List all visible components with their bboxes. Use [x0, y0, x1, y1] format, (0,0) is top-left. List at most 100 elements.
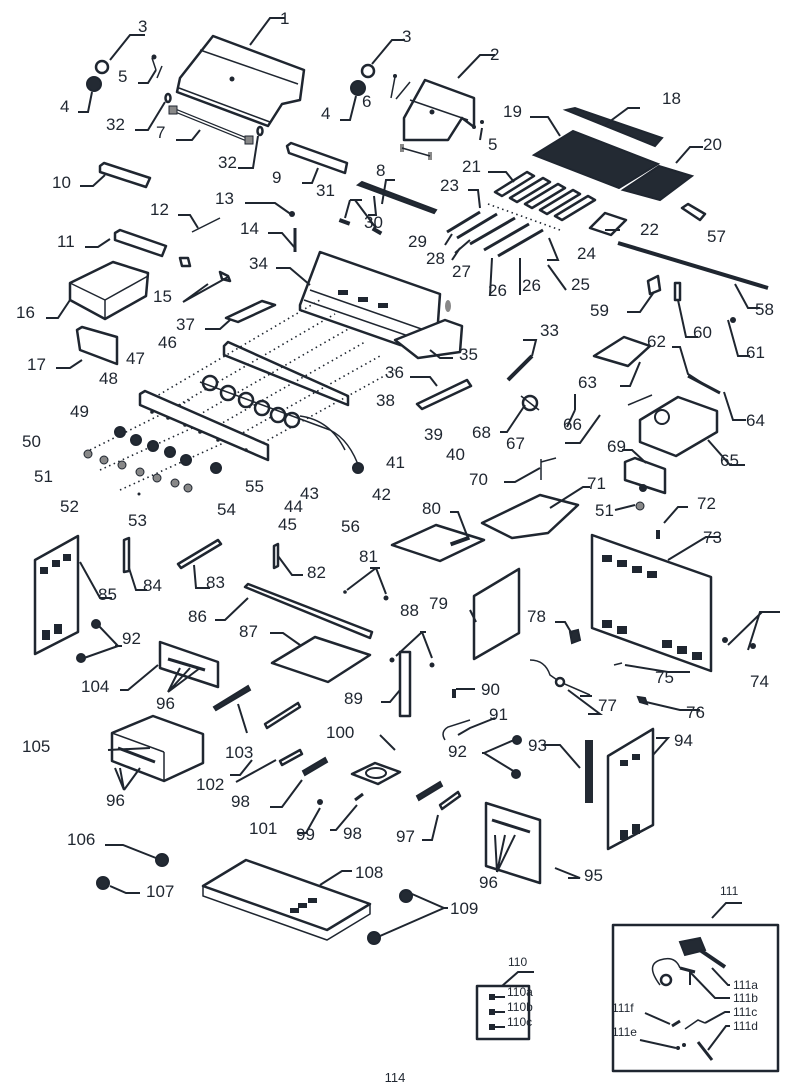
part-side-trim-17 — [75, 325, 119, 366]
part-screw-81b — [383, 595, 389, 601]
callout-12: 12 — [150, 200, 169, 219]
part-screws-right — [390, 74, 484, 129]
part-warming-rack-18 — [562, 106, 664, 148]
part-bolt-75 — [613, 662, 623, 666]
part-rail-97 — [415, 780, 444, 802]
callout-102: 102 — [196, 775, 224, 794]
kit-111-item: 111d — [733, 1019, 758, 1033]
part-door-95 — [484, 801, 542, 885]
callout-96: 96 — [479, 873, 498, 892]
callout-83: 83 — [206, 573, 225, 592]
callout-26: 26 — [488, 281, 507, 300]
callout-25: 25 — [571, 275, 590, 294]
callout-78: 78 — [527, 607, 546, 626]
callout-57: 57 — [707, 227, 726, 246]
callout-69: 69 — [607, 437, 626, 456]
callout-96: 96 — [156, 694, 175, 713]
part-firebox — [298, 250, 464, 360]
part-hood-knob-left — [86, 76, 102, 92]
callout-47: 47 — [126, 349, 145, 368]
part-heat-shield-80 — [390, 523, 486, 563]
callout-11: 11 — [57, 232, 75, 251]
callout-23: 23 — [440, 176, 459, 195]
callout-54: 54 — [217, 500, 236, 519]
callout-49: 49 — [70, 402, 89, 421]
part-screw-101 — [317, 799, 323, 805]
part-latch-97b — [438, 790, 462, 811]
part-drip-tray-37 — [224, 299, 277, 324]
part-trim-11 — [113, 228, 168, 258]
callout-96: 96 — [106, 791, 125, 810]
callout-14: 14 — [240, 219, 259, 238]
callout-32: 32 — [106, 115, 125, 134]
part-hood-handle — [168, 105, 254, 145]
kit-111-item: 111a — [733, 978, 758, 992]
callout-8: 8 — [376, 161, 385, 180]
callout-45: 45 — [278, 515, 297, 534]
part-bracket-15b — [218, 270, 232, 283]
callout-34: 34 — [249, 254, 268, 273]
callout-101: 101 — [249, 819, 277, 838]
callout-92: 92 — [448, 742, 467, 761]
part-bolt-98b — [354, 792, 364, 802]
part-screw-61 — [730, 317, 736, 323]
callout-107: 107 — [146, 882, 174, 901]
part-screws-left — [151, 54, 163, 79]
callout-35: 35 — [459, 345, 478, 364]
callout-72: 72 — [697, 494, 716, 513]
kit-111-item: 111b — [733, 991, 758, 1005]
callout-37: 37 — [176, 315, 195, 334]
part-clip-72 — [656, 530, 660, 539]
part-bracket-82 — [272, 542, 280, 570]
page-number: 114 — [384, 1070, 406, 1085]
part-clip-88a — [389, 657, 395, 663]
part-side-burner-housing-65 — [638, 395, 719, 458]
callout-6: 6 — [362, 92, 371, 111]
callout-93: 93 — [528, 736, 547, 755]
callout-18: 18 — [662, 89, 681, 108]
callout-39: 39 — [424, 425, 443, 444]
callout-70: 70 — [469, 470, 488, 489]
part-caster-109b — [367, 931, 381, 945]
callout-15: 15 — [153, 287, 172, 306]
part-caster-106 — [155, 853, 169, 867]
part-bracket-60 — [673, 281, 682, 302]
callout-40: 40 — [446, 445, 465, 464]
callout-53: 53 — [128, 511, 147, 530]
part-foot-74a — [722, 637, 728, 643]
part-channel-9 — [285, 141, 349, 175]
part-tank-ring-100 — [350, 761, 402, 786]
part-back-panel-73 — [590, 533, 713, 673]
callout-88: 88 — [400, 601, 419, 620]
callout-68: 68 — [472, 423, 491, 442]
callout-82: 82 — [307, 563, 326, 582]
callout-1: 1 — [280, 9, 289, 28]
callout-5: 5 — [118, 67, 127, 86]
part-hood-knob-right — [350, 80, 366, 96]
part-motor-59 — [646, 274, 662, 296]
callout-90: 90 — [481, 680, 500, 699]
part-flame-tamers — [493, 170, 597, 222]
callout-97: 97 — [396, 827, 415, 846]
part-spring-98a — [301, 756, 329, 777]
callout-51: 51 — [34, 467, 53, 486]
callout-79: 79 — [429, 594, 448, 613]
callout-43: 43 — [300, 484, 319, 503]
callout-26: 26 — [522, 276, 541, 295]
part-cooking-grate-19 — [531, 129, 661, 190]
part-clamp-76 — [636, 695, 649, 706]
part-igniter-12 — [191, 217, 221, 233]
callout-81: 81 — [359, 547, 378, 566]
callout-28: 28 — [426, 249, 445, 268]
part-door-94 — [606, 727, 655, 851]
callout-60: 60 — [693, 323, 712, 342]
callout-109: 109 — [450, 899, 478, 918]
callout-10: 10 — [52, 173, 71, 192]
part-main-hood — [175, 34, 306, 128]
callout-104: 104 — [81, 677, 109, 696]
callout-46: 46 — [158, 333, 177, 352]
callout-41: 41 — [386, 453, 405, 472]
kit-111-item: 111c — [733, 1005, 757, 1019]
callout-5: 5 — [488, 135, 497, 154]
